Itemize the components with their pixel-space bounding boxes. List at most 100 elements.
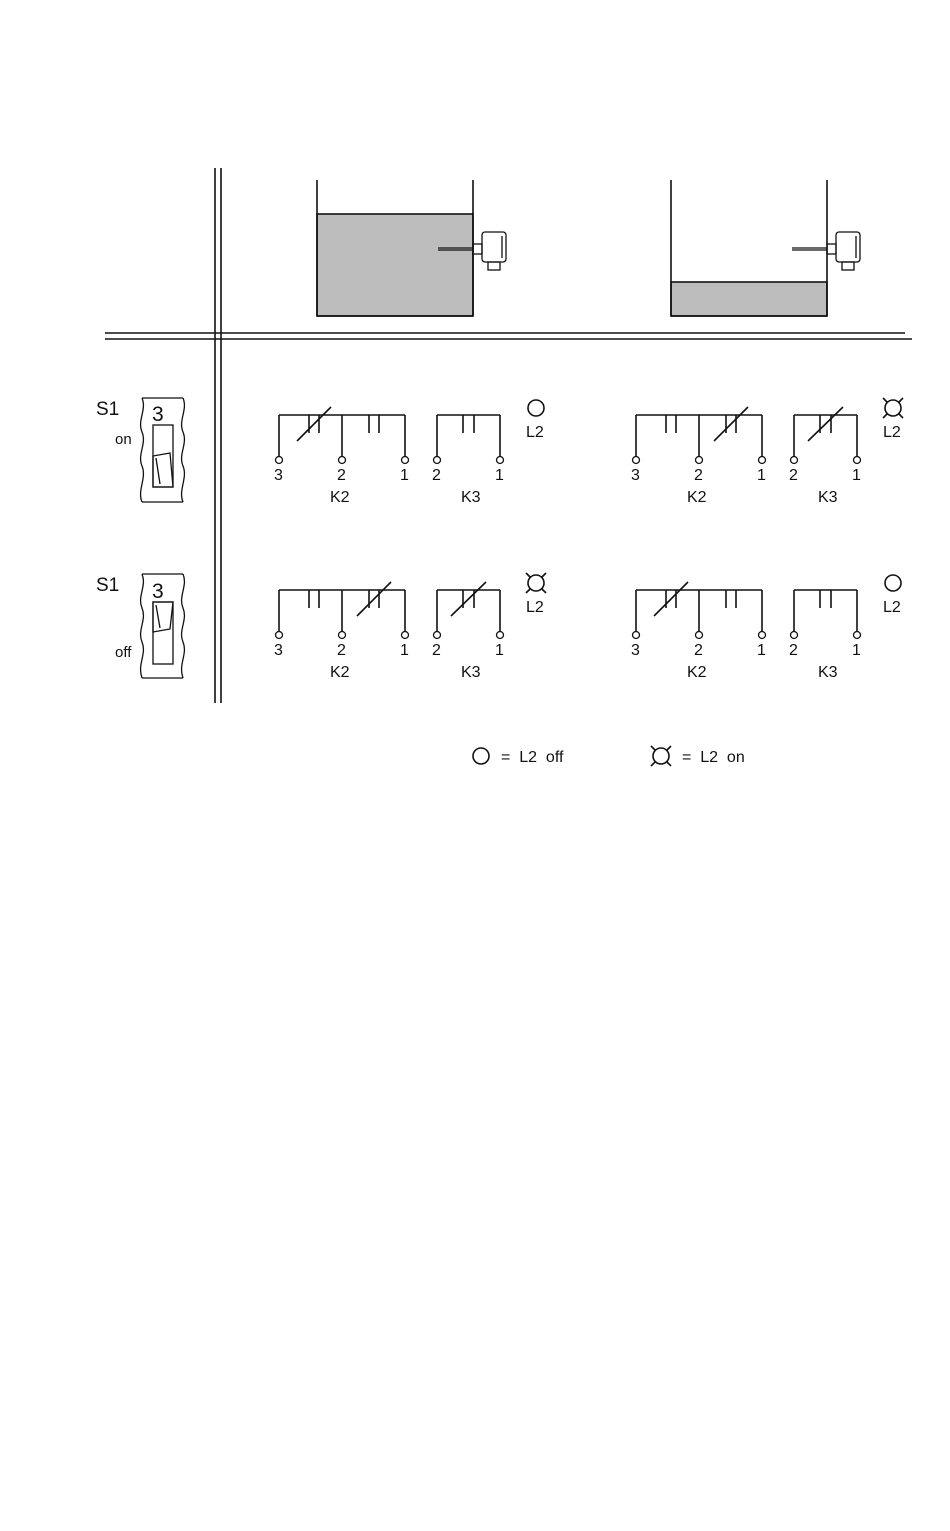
level-sensor-icon [792, 232, 860, 270]
relay-label: K3 [818, 489, 838, 506]
lamp-off-icon [885, 575, 901, 591]
switch-number: 3 [152, 580, 164, 603]
relay-label: K2 [330, 489, 350, 506]
contact-slash [451, 582, 486, 616]
legend-off-text: = L2 off [501, 749, 564, 766]
terminal-label: 2 [337, 642, 346, 659]
switch-name: S1 [96, 575, 119, 596]
lamp-on-icon [883, 398, 903, 418]
terminal-icon [791, 632, 798, 639]
switch-number: 3 [152, 403, 164, 426]
terminal-label: 1 [852, 467, 861, 484]
terminal-label: 2 [337, 467, 346, 484]
terminal-label: 2 [789, 467, 798, 484]
terminal-icon [402, 632, 409, 639]
switch-state-label: on [115, 431, 132, 448]
lamp-label: L2 [526, 599, 544, 616]
terminal-icon [696, 632, 703, 639]
contact-closed [654, 582, 688, 616]
lamp-ray [526, 589, 530, 593]
terminal-label: 1 [852, 642, 861, 659]
terminal-label: 2 [694, 467, 703, 484]
contact-slash [357, 582, 391, 616]
terminal-icon [791, 457, 798, 464]
lamp-off-icon [473, 748, 489, 764]
legend-on-text: = L2 on [682, 749, 745, 766]
terminal-icon [339, 457, 346, 464]
lamp-ray [526, 573, 530, 577]
terminal-icon [497, 632, 504, 639]
lamp-ray [883, 414, 887, 418]
legend: = L2 off = L2 on [473, 746, 745, 766]
terminal-label: 2 [432, 642, 441, 659]
lamp-circle [528, 400, 544, 416]
relay-label: K3 [461, 664, 481, 681]
lamp-label: L2 [883, 599, 901, 616]
relay-cell-off-high: 3 2 1 2 1K2 K3 L2 [274, 573, 546, 681]
contact-open [820, 590, 831, 608]
terminal-label: 3 [274, 642, 283, 659]
terminal-icon [434, 457, 441, 464]
contact-open [726, 590, 736, 608]
terminal-icon [402, 457, 409, 464]
contact-open [463, 415, 474, 433]
contact-slash [714, 407, 748, 441]
lamp-on-icon [526, 573, 546, 593]
terminal-icon [633, 632, 640, 639]
terminal-label: 1 [757, 642, 766, 659]
terminal-icon [276, 632, 283, 639]
relay-label: K2 [687, 664, 707, 681]
dip-switch-s1-on: S1 on 3 [96, 398, 184, 502]
relay-label: K3 [818, 664, 838, 681]
terminal-icon [854, 632, 861, 639]
terminal-label: 2 [694, 642, 703, 659]
switch-state-label: off [115, 644, 132, 661]
terminal-label: 3 [274, 467, 283, 484]
grid-lines [105, 168, 912, 703]
terminal-icon [696, 457, 703, 464]
contact-slash [808, 407, 843, 441]
terminal-icon [434, 632, 441, 639]
relay-label: K2 [687, 489, 707, 506]
tank-low-level [671, 180, 860, 316]
terminal-icon [759, 457, 766, 464]
contact-slash [297, 407, 331, 441]
tank-liquid [317, 214, 473, 316]
lamp-label: L2 [526, 424, 544, 441]
contact-closed [357, 582, 391, 616]
contact-open [369, 415, 379, 433]
contact-open [666, 415, 676, 433]
terminal-label: 1 [400, 467, 409, 484]
terminal-label: 1 [400, 642, 409, 659]
contact-closed [451, 582, 486, 616]
lamp-off-icon [528, 400, 544, 416]
terminal-label: 2 [789, 642, 798, 659]
contact-closed [297, 407, 331, 441]
dip-switch-s1-off: S1 off 3 [96, 574, 184, 678]
relay-cell-off-low: 3 2 1 2 1K2 K3 L2 [631, 575, 901, 681]
switch-name: S1 [96, 399, 119, 420]
lamp-ray [542, 589, 546, 593]
contact-closed [808, 407, 843, 441]
contact-closed [714, 407, 748, 441]
terminal-icon [759, 632, 766, 639]
lamp-circle [528, 575, 544, 591]
terminal-icon [276, 457, 283, 464]
lamp-label: L2 [883, 424, 901, 441]
relay-label: K2 [330, 664, 350, 681]
lamp-on-icon [651, 746, 671, 766]
terminal-icon [497, 457, 504, 464]
terminal-label: 3 [631, 467, 640, 484]
relay-label: K3 [461, 489, 481, 506]
lamp-ray [899, 414, 903, 418]
relay-cell-on-low: 3 2 1 2 1K2 K3 L2 [631, 398, 903, 506]
terminal-label: 1 [495, 642, 504, 659]
lamp-ray [883, 398, 887, 402]
terminal-label: 2 [432, 467, 441, 484]
terminal-icon [339, 632, 346, 639]
terminal-label: 1 [757, 467, 766, 484]
lamp-circle [885, 400, 901, 416]
terminal-icon [633, 457, 640, 464]
terminal-label: 3 [631, 642, 640, 659]
